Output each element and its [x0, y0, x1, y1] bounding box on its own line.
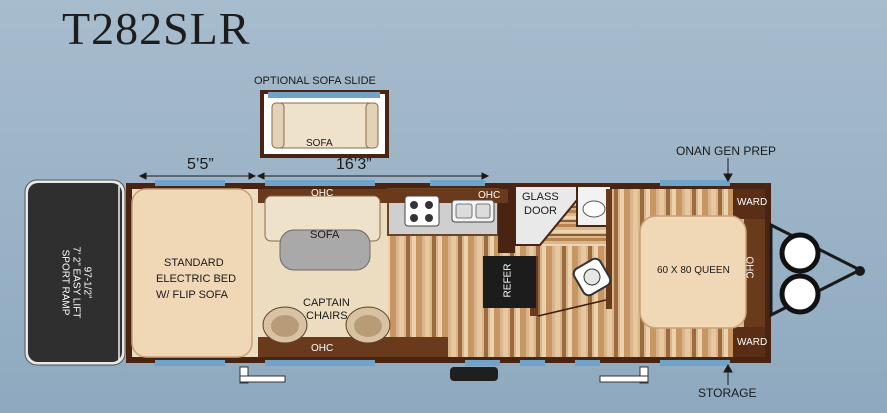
ramp-line-3: SPORT RAMP — [59, 249, 71, 316]
captain-chairs-label-1: CAPTAIN — [303, 297, 350, 309]
refrigerator — [483, 256, 536, 308]
standard-bed-label-1: STANDARD — [164, 257, 224, 269]
standard-bed-label-3: W/ FLIP SOFA — [156, 289, 228, 301]
ohc-bottom-label: OHC — [311, 343, 334, 354]
ward-top-label: WARD — [737, 197, 768, 208]
glass-door-label-1: GLASS — [522, 191, 559, 203]
front-width-dimension: 5’5” — [187, 156, 214, 173]
tires — [779, 232, 821, 315]
sofa-label: SOFA — [310, 229, 340, 241]
refer-label: REFER — [502, 263, 514, 298]
optional-sofa-slide-label: OPTIONAL SOFA SLIDE — [254, 75, 376, 87]
windows — [155, 180, 730, 366]
glass-door-label-2: DOOR — [524, 205, 557, 217]
floorplan-title: T282SLR — [62, 3, 251, 54]
ohc-top-left-label: OHC — [311, 188, 334, 199]
ward-bottom-label: WARD — [737, 337, 768, 348]
standard-bed-label-2: ELECTRIC BED — [156, 273, 237, 285]
slide-sofa-label: SOFA — [306, 138, 333, 149]
standard-bed — [131, 188, 253, 358]
ramp-line-2: 7’ 2” EASY LIFT — [70, 246, 82, 319]
ohc-bedroom-label: OHC — [743, 256, 755, 279]
stabilizer-jacks — [239, 366, 649, 384]
optional-sofa-slide — [260, 90, 389, 158]
ohc-top-right-label: OHC — [478, 190, 501, 201]
stove — [404, 195, 440, 227]
toilet — [572, 257, 612, 297]
sofa — [264, 195, 381, 271]
slide-length-dimension: 16’3” — [336, 156, 372, 173]
kitchen-sink — [451, 199, 495, 223]
storage-label: STORAGE — [698, 386, 757, 400]
queen-bed — [639, 215, 747, 329]
onan-gen-prep-label: ONAN GEN PREP — [676, 144, 777, 158]
dimension-lines — [138, 158, 733, 385]
ramp-line-1: 97-1/2” — [81, 266, 93, 299]
rear-ramp — [24, 179, 128, 366]
captain-chairs — [262, 306, 391, 344]
queen-bed-label: 60 X 80 QUEEN — [657, 265, 730, 276]
captain-chairs-label-2: CHAIRS — [306, 310, 348, 322]
ramp-text: 97-1/2” 7’ 2” EASY LIFT SPORT RAMP — [60, 223, 93, 343]
